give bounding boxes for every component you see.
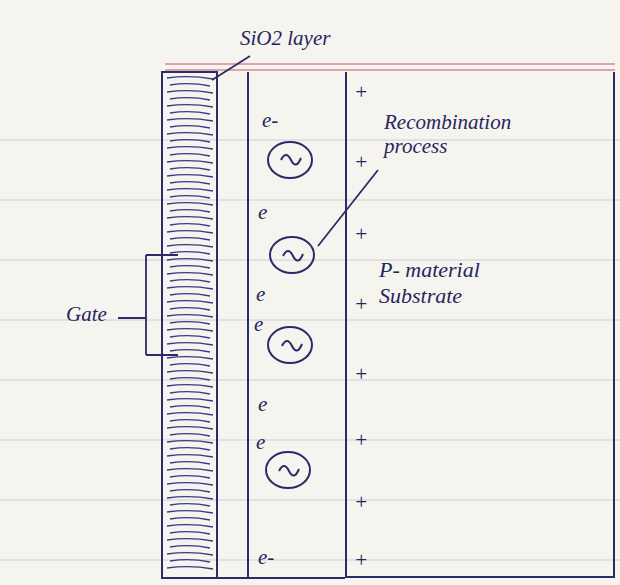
electron-symbol: e <box>258 392 267 416</box>
callout-label: SiO2 layer <box>240 26 330 50</box>
electron-symbol: e <box>256 282 265 306</box>
electron-symbol: e- <box>262 108 278 132</box>
charge-symbol: + <box>354 362 368 386</box>
charge-symbol: + <box>354 490 368 514</box>
oxide-hatching <box>167 77 213 569</box>
device-outline <box>162 72 345 578</box>
charge-symbol: + <box>354 428 368 452</box>
electron-symbol: e <box>256 430 265 454</box>
ruled-lines <box>0 140 620 560</box>
charge-symbol: + <box>354 80 368 104</box>
electron-symbol: e <box>254 312 263 336</box>
callout-label: Recombination process <box>384 110 534 158</box>
terminal-label: Gate <box>66 302 107 326</box>
recombination-circles <box>266 142 314 488</box>
charge-symbol: + <box>354 292 368 316</box>
charge-symbol: + <box>354 222 368 246</box>
electron-symbol: e <box>258 200 267 224</box>
region-label: P- material Substrate <box>379 257 529 310</box>
charge-symbol: + <box>354 150 368 174</box>
leader-lines <box>118 56 378 355</box>
charge-symbol: + <box>354 548 368 572</box>
electron-symbol: e- <box>258 545 274 569</box>
